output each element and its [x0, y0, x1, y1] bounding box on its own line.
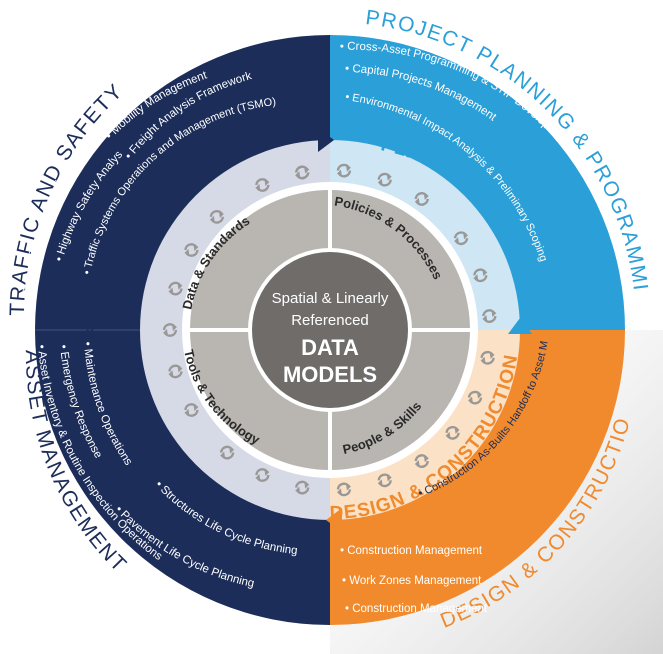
cycle-icon — [219, 445, 235, 460]
cycle-icon — [473, 268, 488, 283]
cycle-icon — [209, 209, 225, 224]
cycle-icon — [377, 172, 392, 187]
cycle-icon — [445, 425, 460, 440]
cycle-icon — [467, 390, 483, 405]
arrow-to-operations — [326, 508, 342, 532]
cycle-icon — [168, 364, 183, 379]
hub-line-3: DATA — [301, 335, 359, 360]
design-bullet-construction-2: • Construction Management — [345, 603, 488, 615]
cycle-icon — [255, 178, 270, 192]
cycle-icon — [255, 468, 270, 482]
cycle-icon — [453, 231, 469, 246]
cycle-icon — [414, 454, 429, 468]
cycle-icon — [184, 403, 199, 417]
cycle-icons — [162, 163, 497, 497]
design-bullet-work-zones: • Work Zones Management — [342, 575, 482, 587]
cycle-icon — [377, 473, 392, 488]
cycle-icon — [184, 243, 199, 257]
cycle-icon — [336, 163, 352, 178]
cycle-icon — [480, 350, 495, 365]
design-bullet-construction-1: • Construction Management — [340, 545, 483, 557]
cycle-icon — [482, 309, 497, 323]
cycle-icon — [162, 323, 178, 337]
hub-circle — [252, 252, 408, 408]
cycle-icon — [295, 165, 310, 180]
arrow-to-planning — [318, 128, 334, 152]
hub-line-4: MODELS — [283, 362, 377, 387]
cycle-icon — [295, 480, 310, 495]
cycle-icon — [336, 482, 352, 497]
hub-line-2: Referenced — [291, 312, 369, 329]
cycle-icon — [414, 192, 429, 206]
cycle-icon — [168, 281, 183, 296]
hub-line-1: Spatial & Linearly — [272, 290, 389, 307]
arrow-to-design — [508, 318, 532, 334]
